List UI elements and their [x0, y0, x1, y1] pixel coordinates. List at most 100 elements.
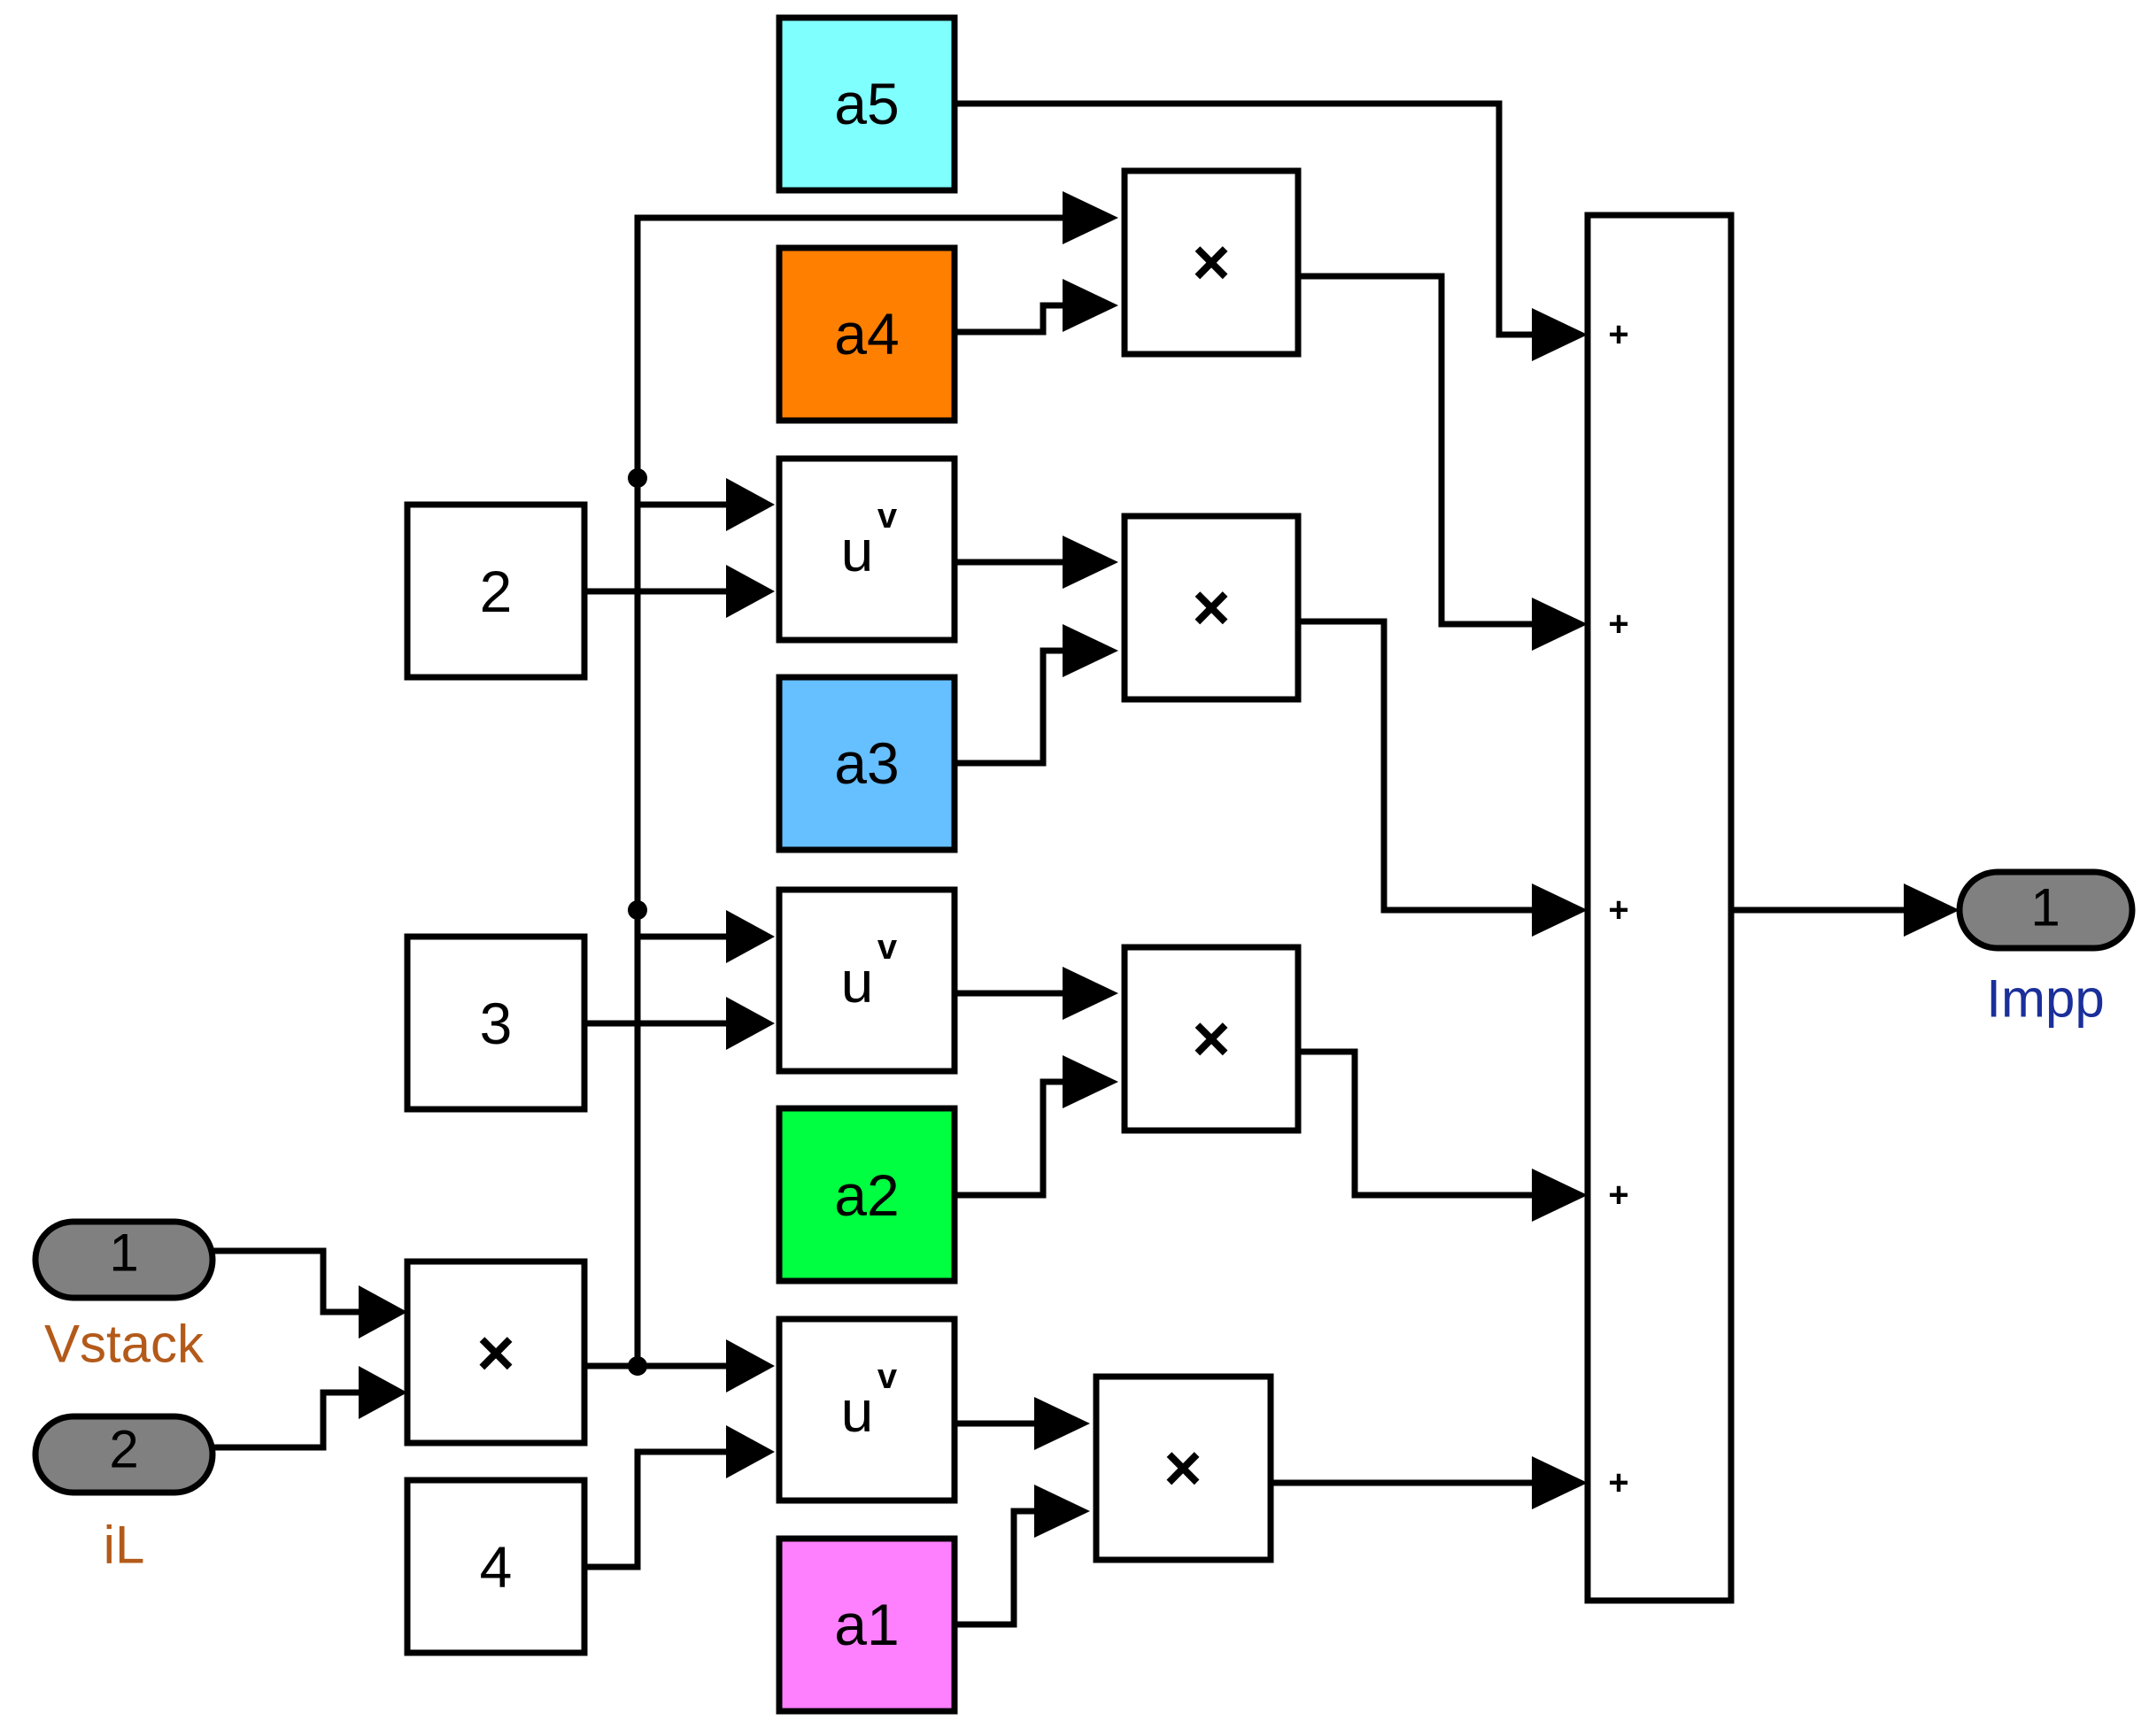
inport-shape: [32, 1413, 216, 1496]
constant-4-block[interactable]: 4: [404, 1477, 588, 1656]
math-function-exponent: v: [877, 1357, 898, 1396]
junction-dot: [628, 1356, 647, 1376]
inport-number: 1: [109, 1223, 138, 1283]
multiply-icon: ×: [1163, 1431, 1202, 1505]
sum-input-sign: +: [1608, 891, 1628, 930]
math-function-label: u: [841, 1378, 874, 1444]
branch-points: [628, 468, 647, 1376]
arrowhead: [1034, 1397, 1090, 1450]
constant-a1-block[interactable]: a1: [776, 1535, 958, 1715]
constant-a2-block[interactable]: a2: [776, 1105, 958, 1285]
arrowhead: [1034, 1485, 1090, 1538]
math-function-box: [776, 455, 958, 644]
junction-dot: [628, 468, 647, 488]
arrowhead: [726, 997, 775, 1050]
outport-number: 1: [2030, 878, 2060, 937]
sum-input-sign: +: [1608, 315, 1628, 354]
wire-a1-to-mul1: [955, 1508, 1047, 1628]
product-block-4[interactable]: ×: [1121, 167, 1302, 358]
constant-box: [776, 14, 958, 194]
constant-a5-block[interactable]: a5: [776, 14, 958, 194]
wire-power-bus: [634, 214, 1076, 1366]
arrowhead: [726, 565, 775, 618]
arrowhead: [1063, 967, 1118, 1020]
inport-number: 2: [109, 1420, 138, 1479]
constant-value: a5: [834, 71, 899, 136]
constant-box: [404, 501, 588, 681]
constant-a3-block[interactable]: a3: [776, 674, 958, 853]
outport-shape: [1956, 868, 2136, 952]
product-box: [1121, 513, 1302, 703]
constant-box: [776, 674, 958, 853]
constant-value: a4: [834, 301, 899, 366]
arrowhead: [1532, 1169, 1588, 1222]
multiply-icon: ×: [1192, 571, 1230, 644]
arrowhead: [1063, 624, 1118, 677]
inport-vstack[interactable]: 1 Vstack: [32, 1218, 216, 1374]
inport-name: iL: [104, 1516, 145, 1575]
arrowhead: [1063, 536, 1118, 589]
sum-box: [1584, 212, 1735, 1604]
arrowhead: [726, 1425, 775, 1478]
arrowhead: [1063, 191, 1118, 244]
math-function-exponent: v: [877, 928, 898, 967]
math-function-box: [776, 886, 958, 1075]
power-function-block-1[interactable]: u v: [776, 1316, 958, 1504]
product-box: [404, 1258, 588, 1447]
wire-a2-to-mul2: [955, 1078, 1076, 1199]
constant-value: 4: [480, 1534, 513, 1600]
constant-2-block[interactable]: 2: [404, 501, 588, 681]
product-block-3[interactable]: ×: [1121, 513, 1302, 703]
inport-name: Vstack: [44, 1315, 205, 1374]
junction-dot: [628, 900, 647, 920]
arrowhead: [1532, 1456, 1588, 1509]
outport-impp[interactable]: 1 Impp: [1956, 868, 2136, 1029]
constant-box: [776, 1105, 958, 1285]
power-function-block-3[interactable]: u v: [776, 455, 958, 644]
wire-a3-to-mul3: [955, 647, 1076, 767]
arrowhead: [1063, 1055, 1118, 1108]
power-function-block-2[interactable]: u v: [776, 886, 958, 1075]
arrowhead: [1904, 883, 1960, 937]
arrowhead: [1532, 598, 1588, 651]
constant-a4-block[interactable]: a4: [776, 244, 958, 424]
constant-box: [776, 1535, 958, 1715]
math-function-label: u: [841, 518, 874, 583]
constant-value: a1: [834, 1592, 899, 1657]
wire-c4-to-pow1: [587, 1448, 739, 1570]
wire-mul3-to-sum: [1298, 618, 1545, 914]
sum-input-sign: +: [1608, 1176, 1628, 1215]
product-box: [1093, 1373, 1274, 1563]
inport-il[interactable]: 2 iL: [32, 1413, 216, 1575]
product-block-1[interactable]: ×: [1093, 1373, 1274, 1563]
math-function-label: u: [841, 949, 874, 1015]
constant-value: a2: [834, 1162, 899, 1228]
product-block-2[interactable]: ×: [1121, 944, 1302, 1134]
arrowhead: [726, 478, 775, 531]
arrowhead: [359, 1366, 407, 1419]
sum-input-sign: +: [1608, 1463, 1628, 1502]
multiply-icon: ×: [1192, 226, 1230, 299]
wire-il-to-product: [213, 1389, 372, 1451]
wire-a5-to-sum: [955, 100, 1545, 338]
arrowhead: [1532, 883, 1588, 937]
product-box: [1121, 167, 1302, 358]
product-box: [1121, 944, 1302, 1134]
outport-name: Impp: [1986, 969, 2104, 1029]
math-function-exponent: v: [877, 497, 898, 536]
wire-mul4-to-sum: [1298, 273, 1545, 628]
inport-shape: [32, 1218, 216, 1301]
constant-3-block[interactable]: 3: [404, 933, 588, 1113]
product-power-block[interactable]: ×: [404, 1258, 588, 1447]
constant-box: [776, 244, 958, 424]
wire-vstack-to-product: [213, 1247, 372, 1316]
sum-input-sign: +: [1608, 605, 1628, 644]
arrowhead: [726, 1339, 775, 1393]
multiply-icon: ×: [1192, 1002, 1230, 1076]
wire-mul2-to-sum: [1298, 1048, 1545, 1199]
constant-value: 3: [480, 991, 513, 1056]
sum-block[interactable]: + + + + +: [1584, 212, 1735, 1604]
wire-a4-to-mul4: [955, 302, 1076, 336]
multiply-icon: ×: [476, 1316, 514, 1390]
constant-value: 2: [480, 559, 513, 624]
